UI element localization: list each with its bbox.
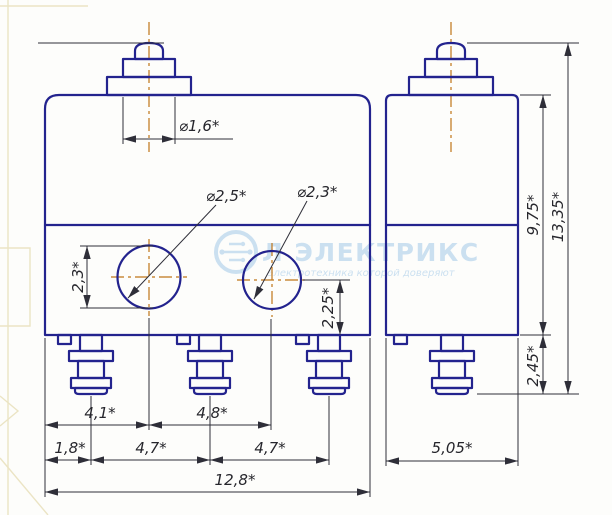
dim-9-75-label: 9,75* [524, 194, 542, 235]
front-tab-3 [294, 333, 311, 346]
dim-hole-right-offset: 2,25* [303, 279, 350, 335]
watermark-subtitle: электротехника которой доверяют [268, 268, 456, 279]
terminal-3 [305, 333, 353, 396]
dim-body-height: 9,75* [520, 94, 551, 336]
dim-plunger-dia-label: ⌀1,6* [179, 117, 220, 135]
dim-5-05-label: 5,05* [432, 439, 473, 457]
background-ghost-lines [0, 0, 88, 515]
dim-plunger-diameter: ⌀1,6* [122, 97, 233, 144]
dim-hole-right-label: ⌀2,3* [297, 183, 338, 201]
front-view [43, 41, 372, 396]
side-terminal [428, 333, 476, 396]
terminal-2 [186, 333, 234, 396]
dim-hole-left-diameter: ⌀2,5* [127, 187, 247, 299]
dim-terminal-length: 2,45* [477, 335, 579, 395]
dim-hole-right-diameter: ⌀2,3* [253, 183, 338, 300]
dim-2-3-label: 2,3* [69, 261, 87, 293]
dim-side-width: 5,05* [385, 338, 519, 466]
hole-right-circle [241, 249, 303, 311]
dim-4-1-label: 4,1* [84, 404, 116, 422]
dim-overall-height: 13,35* [38, 42, 579, 394]
circuit-logo-icon [214, 230, 258, 274]
terminal-1 [67, 333, 115, 396]
dim-bottom-chains: 4,1* 4,8* 1,8* 4,7* 4,7* 12,8* [44, 318, 371, 497]
side-plunger [407, 41, 495, 97]
dim-2-25-label: 2,25* [319, 287, 337, 328]
dim-1-8-label: 1,8* [54, 439, 86, 457]
dim-13-35-label: 13,35* [549, 191, 567, 242]
front-body [43, 93, 372, 337]
dim-hole-left-label: ⌀2,5* [206, 187, 247, 205]
side-plunger-cap [435, 41, 467, 61]
front-tab-2 [175, 333, 192, 346]
dim-12-8-label: 12,8* [215, 471, 256, 489]
dim-2-45-label: 2,45* [524, 345, 542, 386]
side-tab [392, 333, 409, 346]
centerlines [111, 22, 452, 317]
dimension-annotations: ⌀1,6* ⌀2,5* ⌀2,3* 2,3* 2,25* [38, 42, 579, 497]
dim-4-7b-label: 4,7* [254, 439, 286, 457]
side-view [384, 41, 520, 396]
dim-4-7a-label: 4,7* [135, 439, 167, 457]
dim-4-8-label: 4,8* [196, 404, 228, 422]
side-body [384, 93, 520, 337]
dim-hole-left-height: 2,3* [69, 245, 153, 309]
front-tab-1 [56, 333, 73, 346]
